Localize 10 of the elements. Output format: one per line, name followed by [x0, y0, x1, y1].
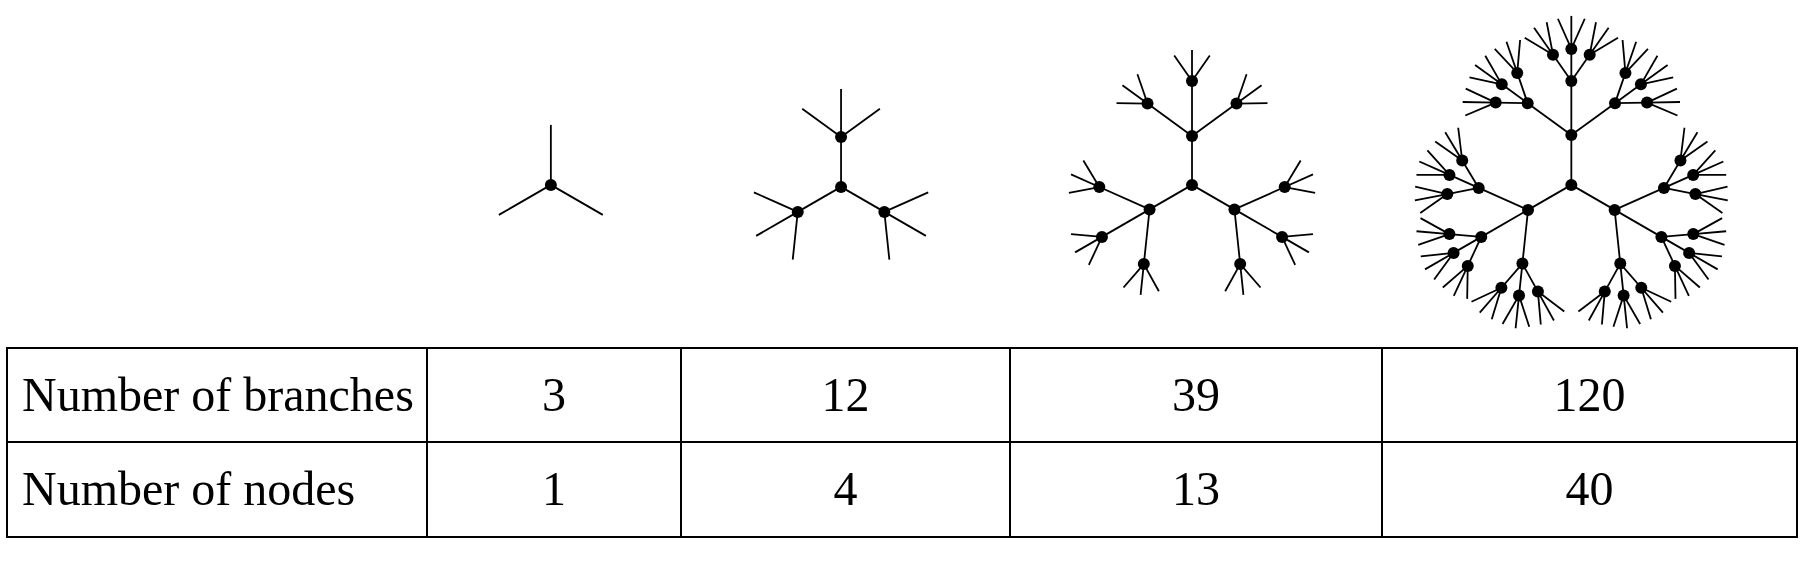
value-cell: 40: [1382, 442, 1797, 537]
value-cell: 13: [1010, 442, 1382, 537]
value-cell: 3: [427, 348, 681, 442]
value-cell: 1: [427, 442, 681, 537]
value-cell: 4: [681, 442, 1010, 537]
row-header-cell: Number of nodes: [7, 442, 427, 537]
value-cell: 39: [1010, 348, 1382, 442]
value-cell: 12: [681, 348, 1010, 442]
row-header-cell: Number of branches: [7, 348, 427, 442]
value-cell: 120: [1382, 348, 1797, 442]
